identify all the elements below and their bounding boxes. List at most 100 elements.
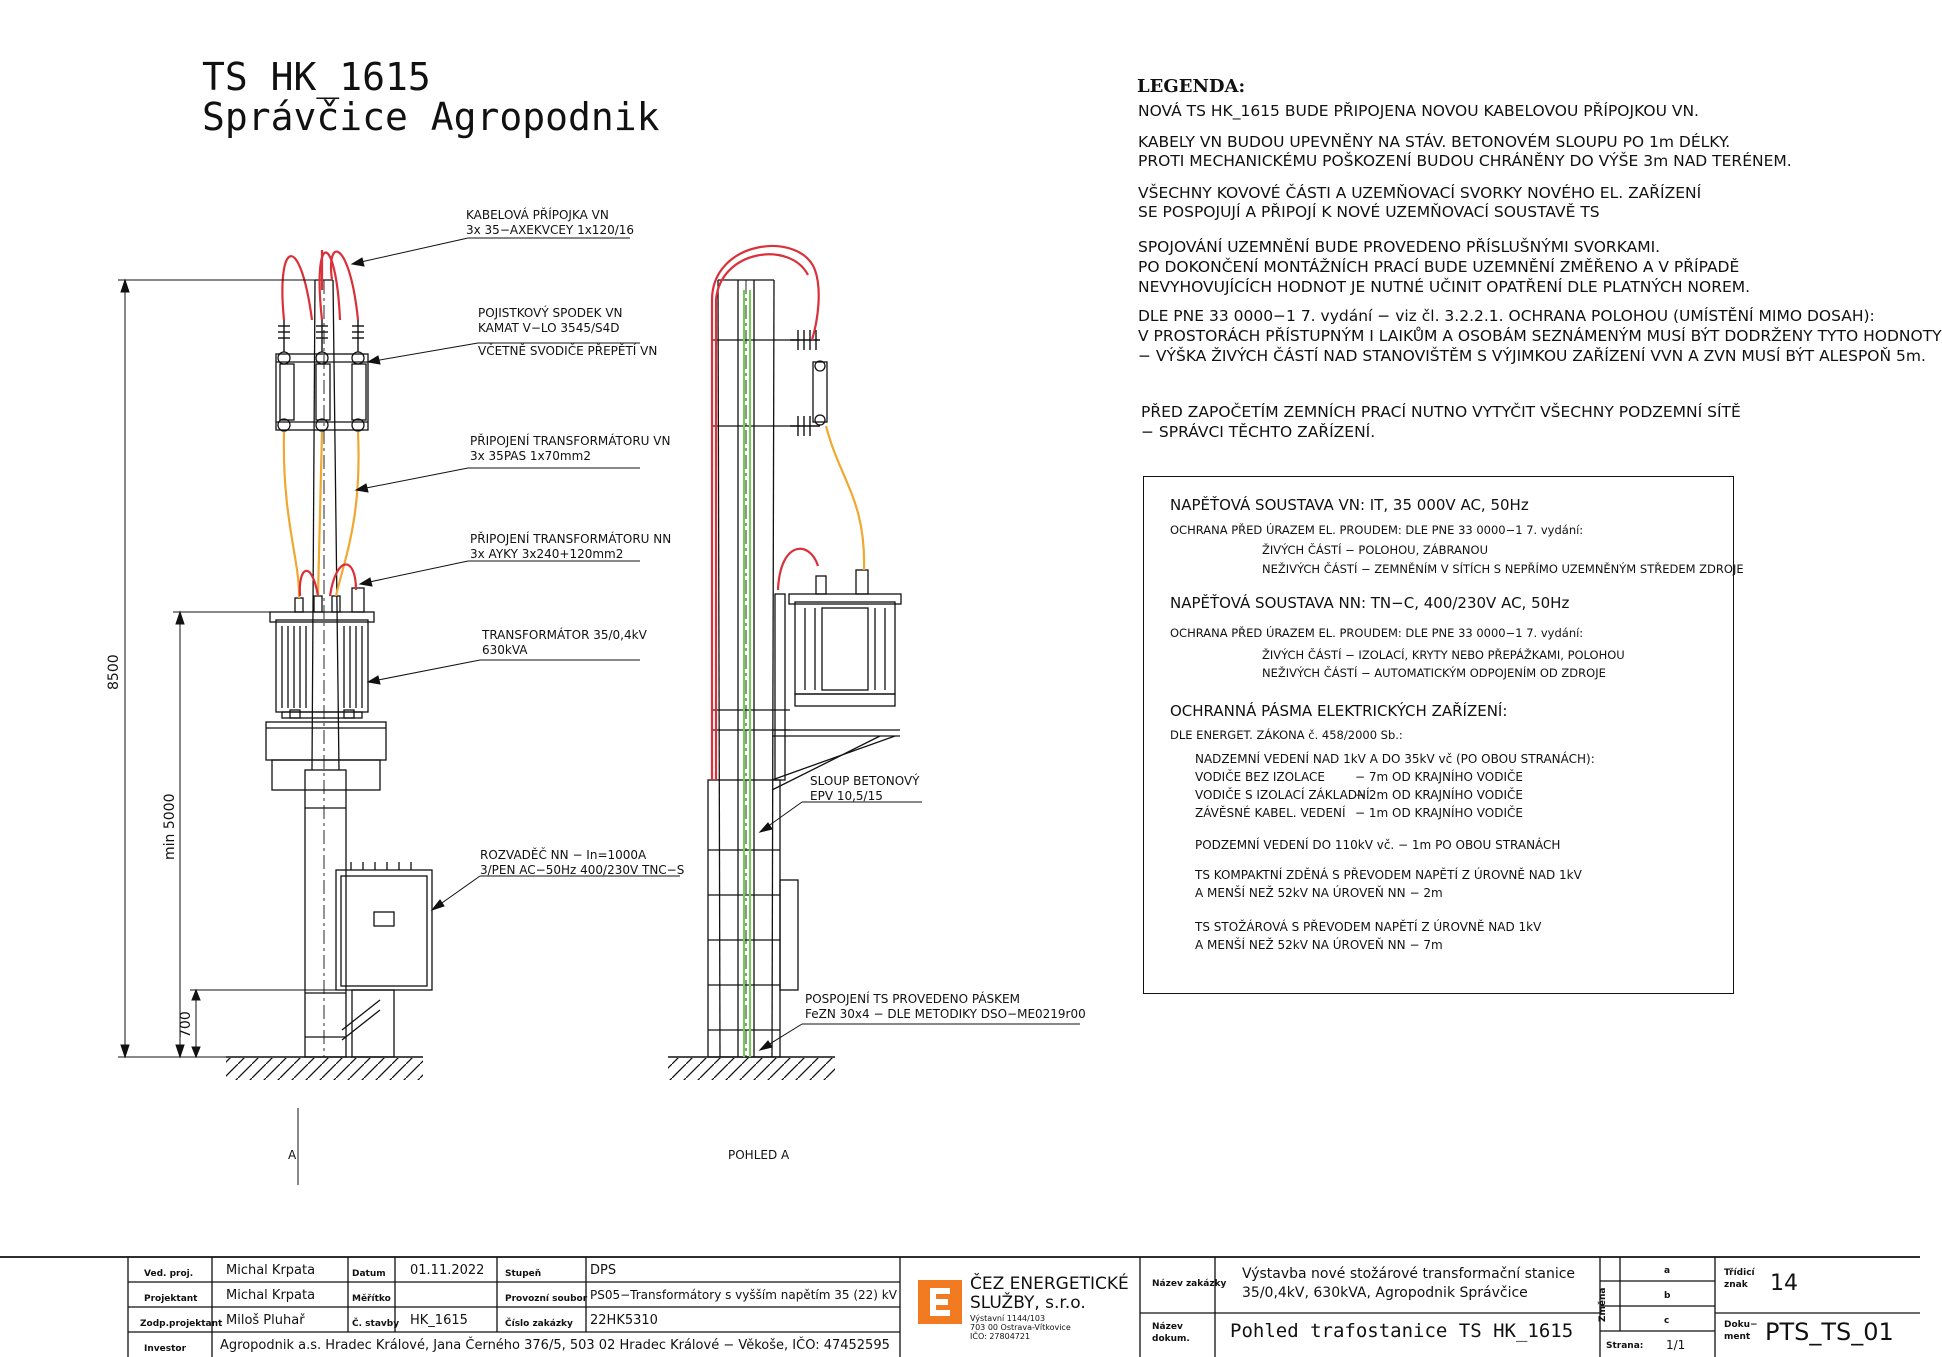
specs-zones-law: DLE ENERGET. ZÁKONA č. 458/2000 Sb.: bbox=[1170, 728, 1403, 742]
drawing-subtitle: Správčice Agropodnik bbox=[202, 95, 660, 139]
tb-dokument-label-1: Doku− bbox=[1724, 1320, 1758, 1330]
tb-rev-a: a bbox=[1664, 1266, 1671, 1276]
specs-nn-title: NAPĚŤOVÁ SOUSTAVA NN: TN−C, 400/230V AC,… bbox=[1170, 594, 1570, 612]
tb-c-stavby-label: Č. stavby bbox=[352, 1319, 400, 1329]
specs-compact-1: TS KOMPAKTNÍ ZDĚNÁ S PŘEVODEM NAPĚTÍ Z Ú… bbox=[1195, 868, 1582, 882]
specs-pole-2: A MENŠÍ NEŽ 52kV NA ÚROVEŇ NN − 7m bbox=[1195, 938, 1443, 952]
dimension-lines bbox=[118, 278, 336, 1185]
tb-projektant-label: Projektant bbox=[144, 1294, 198, 1304]
legend-line: SPOJOVÁNÍ UZEMNĚNÍ BUDE PROVEDENO PŘÍSLU… bbox=[1138, 238, 1661, 256]
specs-zone-1: VODIČE BEZ IZOLACE bbox=[1195, 770, 1325, 784]
specs-underground: PODZEMNÍ VEDENÍ DO 110kV vč. − 1m PO OBO… bbox=[1195, 838, 1561, 852]
tb-stupen: DPS bbox=[590, 1263, 617, 1278]
legend-line: PŘED ZAPOČETÍM ZEMNÍCH PRACÍ NUTNO VYTYČ… bbox=[1141, 403, 1741, 421]
tb-tridici-label-1: Třídicí bbox=[1724, 1268, 1755, 1278]
legend-line: − VÝŠKA ŽIVÝCH ČÁSTÍ NAD STANOVIŠTĚM S V… bbox=[1138, 347, 1926, 365]
specs-zone-1-value: − 7m OD KRAJNÍHO VODIČE bbox=[1355, 770, 1523, 784]
legend-line: VŠECHNY KOVOVÉ ČÁSTI A UZEMŇOVACÍ SVORKY… bbox=[1138, 184, 1702, 202]
specs-nn-protection: OCHRANA PŘED ÚRAZEM EL. PROUDEM: DLE PNE… bbox=[1170, 626, 1584, 640]
tb-ved-proj-label: Ved. proj. bbox=[144, 1269, 194, 1279]
specs-vn-nonlive: NEŽIVÝCH ČÁSTÍ − ZEMNĚNÍM V SÍTÍCH S NEP… bbox=[1262, 562, 1744, 576]
tb-datum: 01.11.2022 bbox=[410, 1263, 485, 1278]
specs-compact-2: A MENŠÍ NEŽ 52kV NA ÚROVEŇ NN − 2m bbox=[1195, 886, 1443, 900]
legend-line: V PROSTORÁCH PŘÍSTUPNÝM I LAIKŮM A OSOBÁ… bbox=[1138, 327, 1942, 345]
title-block-frame bbox=[0, 1256, 1920, 1357]
tb-investor: Agropodnik a.s. Hradec Králové, Jana Čer… bbox=[220, 1338, 890, 1353]
cable-vn-side bbox=[710, 245, 866, 1057]
tb-meritko-label: Měřítko bbox=[352, 1294, 391, 1304]
tb-zodp: Miloš Pluhař bbox=[226, 1313, 305, 1328]
drawing-title: TS HK_1615 bbox=[202, 55, 431, 99]
tb-provozni: PS05−Transformátory s vyšším napětím 35 … bbox=[590, 1288, 897, 1302]
specs-nn-nonlive: NEŽIVÝCH ČÁSTÍ − AUTOMATICKÝM ODPOJENÍM … bbox=[1262, 666, 1606, 680]
tb-dokument-label-2: ment bbox=[1724, 1332, 1751, 1342]
tb-zodp-label: Zodp.projektant bbox=[140, 1319, 223, 1329]
ground-left bbox=[226, 1056, 423, 1080]
ground-right bbox=[668, 1056, 835, 1080]
specs-zones-title: OCHRANNÁ PÁSMA ELEKTRICKÝCH ZAŘÍZENÍ: bbox=[1170, 702, 1508, 720]
tb-company-name-1: ČEZ ENERGETICKÉ bbox=[970, 1274, 1129, 1294]
tb-cislo-zak: 22HK5310 bbox=[590, 1313, 658, 1328]
specs-overhead: NADZEMNÍ VEDENÍ NAD 1kV A DO 35kV vč (PO… bbox=[1195, 752, 1595, 766]
tb-projektant: Michal Krpata bbox=[226, 1288, 316, 1303]
pole-front-view bbox=[265, 279, 433, 1058]
tb-strana: 1/1 bbox=[1666, 1338, 1686, 1352]
specs-vn-title: NAPĚŤOVÁ SOUSTAVA VN: IT, 35 000V AC, 50… bbox=[1170, 496, 1529, 514]
legend-line: DLE PNE 33 0000−1 7. vydání − viz čl. 3.… bbox=[1138, 307, 1875, 325]
legend-line: SE POSPOJUJÍ A PŘIPOJÍ K NOVÉ UZEMŇOVACÍ… bbox=[1138, 203, 1600, 221]
specs-zone-2-value: − 2m OD KRAJNÍHO VODIČE bbox=[1355, 788, 1523, 802]
dimension-min-5000: min 5000 bbox=[162, 793, 178, 860]
tb-dokument: PTS_TS_01 bbox=[1765, 1318, 1894, 1346]
specs-zone-3-value: − 1m OD KRAJNÍHO VODIČE bbox=[1355, 806, 1523, 820]
legend-line: NOVÁ TS HK_1615 BUDE PŘIPOJENA NOVOU KAB… bbox=[1138, 102, 1699, 120]
cable-vn-front bbox=[281, 250, 360, 599]
tb-investor-label: Investor bbox=[144, 1344, 187, 1354]
tb-strana-label: Strana: bbox=[1606, 1341, 1644, 1351]
tb-company-ico: IČO: 27804721 bbox=[970, 1332, 1031, 1341]
tb-company-addr-1: Výstavní 1144/103 bbox=[970, 1314, 1046, 1323]
specs-zone-2: VODIČE S IZOLACÍ ZÁKLADNÍ bbox=[1195, 788, 1370, 802]
tb-company-addr-2: 703 00 Ostrava-Vítkovice bbox=[970, 1323, 1071, 1332]
tb-tridici-label-2: znak bbox=[1724, 1280, 1748, 1290]
tb-provozni-label: Provozní soubor bbox=[505, 1294, 588, 1304]
tb-nazev-zak-2: 35/0,4kV, 630kVA, Agropodnik Správčice bbox=[1242, 1285, 1528, 1301]
label-view-pohled-a: POHLED A bbox=[728, 1148, 790, 1162]
label-fuse-arrester: VČETNĚ SVODIČE PŘEPĚTÍ VN bbox=[478, 344, 658, 358]
dimension-8500: 8500 bbox=[106, 654, 122, 690]
tb-c-stavby: HK_1615 bbox=[410, 1313, 468, 1328]
tb-nazev-dok-label-2: dokum. bbox=[1152, 1334, 1190, 1344]
specs-box bbox=[1143, 476, 1734, 994]
cez-logo bbox=[918, 1280, 962, 1324]
tb-nazev-dok: Pohled trafostanice TS HK_1615 bbox=[1230, 1320, 1574, 1342]
tb-nazev-zak-label: Název zakázky bbox=[1152, 1279, 1227, 1289]
tb-ved-proj: Michal Krpata bbox=[226, 1263, 316, 1278]
tb-zmena-label: Změna bbox=[1598, 1287, 1608, 1323]
tb-company-name-2: SLUŽBY, s.r.o. bbox=[970, 1293, 1086, 1313]
legend-line: KABELY VN BUDOU UPEVNĚNY NA STÁV. BETONO… bbox=[1138, 133, 1731, 151]
legend-heading: LEGENDA: bbox=[1137, 76, 1246, 97]
specs-vn-protection: OCHRANA PŘED ÚRAZEM EL. PROUDEM: DLE PNE… bbox=[1170, 523, 1584, 537]
legend-line: PROTI MECHANICKÉMU POŠKOZENÍ BUDOU CHRÁN… bbox=[1138, 152, 1792, 170]
tb-datum-label: Datum bbox=[352, 1269, 386, 1279]
dimension-700: 700 bbox=[178, 1011, 194, 1038]
tb-rev-c: c bbox=[1664, 1316, 1670, 1326]
pole-side-view bbox=[707, 279, 902, 1058]
tb-cislo-zak-label: Číslo zakázky bbox=[505, 1319, 573, 1329]
label-view-a: A bbox=[288, 1148, 297, 1162]
tb-rev-b: b bbox=[1664, 1291, 1671, 1301]
specs-pole-1: TS STOŽÁROVÁ S PŘEVODEM NAPĚTÍ Z ÚROVNĚ … bbox=[1195, 920, 1542, 934]
legend-line: PO DOKONČENÍ MONTÁŽNÍCH PRACÍ BUDE UZEMN… bbox=[1138, 258, 1740, 276]
leader-lines bbox=[350, 237, 1080, 1051]
specs-nn-live: ŽIVÝCH ČÁSTÍ − IZOLACÍ, KRYTY NEBO PŘEPÁ… bbox=[1262, 648, 1625, 662]
tb-nazev-zak-1: Výstavba nové stožárové transformační st… bbox=[1242, 1266, 1576, 1282]
tb-stupen-label: Stupeň bbox=[505, 1269, 542, 1279]
